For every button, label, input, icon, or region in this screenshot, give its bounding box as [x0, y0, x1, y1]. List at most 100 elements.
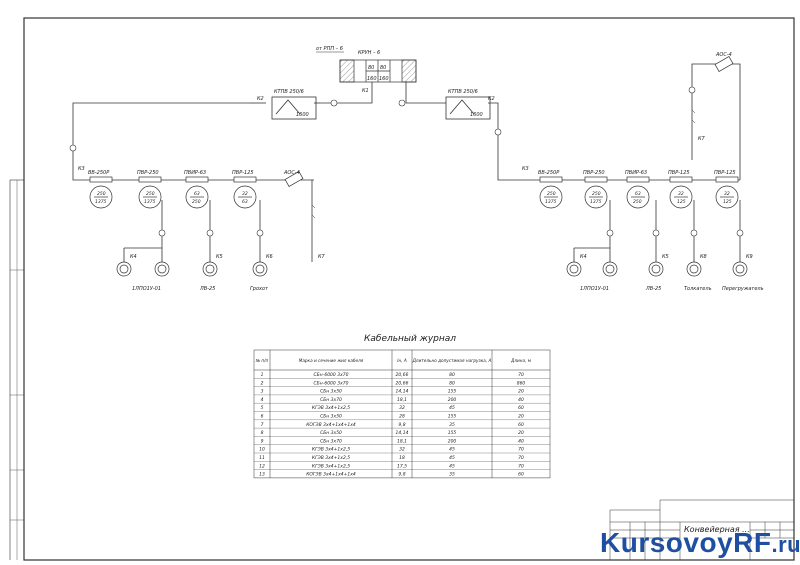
- rb3-bottom: 250: [633, 199, 642, 205]
- rb2-top: 250: [592, 191, 601, 197]
- journal-cell: 200: [448, 438, 457, 444]
- journal-cell: 60: [518, 422, 524, 428]
- journal-cell: 14,14: [396, 389, 409, 395]
- cell-1: 80: [368, 65, 374, 71]
- journal-cell: 70: [518, 447, 524, 453]
- journal-cell: 45: [449, 463, 455, 469]
- lb2-top: 250: [146, 191, 155, 197]
- right-consumer-2: ЛВ-25: [645, 286, 661, 292]
- journal-cell: 18,1: [397, 397, 407, 403]
- journal-cell: 18,1: [397, 438, 407, 444]
- journal-cell: 12: [259, 463, 265, 469]
- journal-cell: КГЭВ 3х4+1х2,5: [312, 455, 350, 461]
- left-motors: [116, 261, 268, 277]
- top-source: от РПП – 6 КРУН – 6 80 80 160 160 К1: [316, 46, 417, 94]
- journal-cell: 14,14: [396, 430, 409, 436]
- journal-cell: КОГЭВ 3х4+1х4+1х4: [306, 472, 356, 478]
- transformer-left-label: КТПВ 250/6: [274, 89, 304, 95]
- journal-cell: КГЭВ 3х4+1х2,5: [312, 463, 350, 469]
- right-cable-k5: К5: [662, 254, 669, 260]
- journal-cell: 32: [399, 405, 405, 411]
- journal-cell: 70: [518, 455, 524, 461]
- lb2-name: ПВР-250: [137, 170, 159, 176]
- journal-cell: КГЭВ 3х4+1х2,5: [312, 447, 350, 453]
- journal-cell: 200: [448, 397, 457, 403]
- journal-cell: 10: [259, 447, 265, 453]
- title-block: [609, 499, 795, 561]
- right-cable-k9: К9: [746, 254, 753, 260]
- journal-header: Iн, А: [397, 358, 407, 363]
- rb2-bottom: 1375: [590, 199, 602, 205]
- journal-table: [253, 349, 551, 479]
- lb1-name: ВВ-250Р: [88, 170, 109, 176]
- cell-4: 160: [379, 76, 389, 82]
- journal-cell: 20,66: [396, 380, 409, 386]
- rb1-bottom: 1375: [545, 199, 557, 205]
- drawing-frame: [9, 17, 795, 561]
- left-consumer-1: 1ЛПО1У-01: [132, 286, 161, 292]
- lb2-bottom: 1375: [144, 199, 156, 205]
- journal-cell: 155: [448, 430, 457, 436]
- right-aoc-label: АОС-4: [715, 52, 732, 58]
- lb4-name: ПВР-125: [232, 170, 254, 176]
- journal-cell: 4: [261, 397, 264, 403]
- journal-cell: 155: [448, 414, 457, 420]
- journal-cell: 11: [259, 455, 265, 461]
- journal-cell: 1: [261, 372, 264, 378]
- right-consumer-1: 1ЛПО1У-01: [580, 286, 609, 292]
- journal-cell: 2: [261, 380, 264, 386]
- transformer-left: [271, 96, 317, 120]
- journal-cell: СБн-6000 3х70: [314, 372, 349, 378]
- journal-cell: 9,8: [398, 422, 405, 428]
- cell-3: 160: [367, 76, 377, 82]
- journal-cell: 13: [259, 472, 265, 478]
- rb3-top: 63: [635, 191, 641, 197]
- rb5-name: ПВР-125: [714, 170, 736, 176]
- journal-cell: 35: [449, 472, 455, 478]
- rb5-top: 32: [724, 191, 730, 197]
- journal-cell: 45: [449, 405, 455, 411]
- journal-cell: 9: [261, 438, 264, 444]
- lb3-bottom: 250: [192, 199, 201, 205]
- journal-cell: КГЭВ 3х4+1х2,5: [312, 405, 350, 411]
- rb4-name: ПВР-125: [668, 170, 690, 176]
- rb2-name: ПВР-250: [583, 170, 605, 176]
- right-cable-k8: К8: [700, 254, 707, 260]
- journal-cell: 40: [518, 397, 524, 403]
- cell-2: 80: [380, 65, 386, 71]
- journal-cell: 70: [518, 372, 524, 378]
- journal-cell: СБн-6000 3х70: [314, 380, 349, 386]
- journal-cell: 18: [399, 455, 405, 461]
- journal-cell: 20: [518, 430, 524, 436]
- journal-cell: 35: [449, 422, 455, 428]
- rb4-top: 32: [678, 191, 684, 197]
- transformer-left-value: 1600: [296, 112, 309, 118]
- journal-header: Длина, м: [510, 358, 531, 363]
- journal-cell: 7: [261, 422, 264, 428]
- left-cable-k6: К6: [266, 254, 273, 260]
- journal-cell: 80: [449, 380, 455, 386]
- lb4-top: 32: [242, 191, 248, 197]
- journal-cell: 6: [261, 414, 264, 420]
- journal-cell: 40: [518, 438, 524, 444]
- source-label: от РПП – 6: [316, 46, 343, 52]
- transformer-right: [445, 96, 491, 120]
- top-cable-label: К1: [362, 88, 369, 94]
- right-motors: [566, 261, 748, 277]
- journal-cell: 3: [261, 389, 264, 395]
- transformer-right-value: 1600: [470, 112, 483, 118]
- rb5-bottom: 125: [723, 199, 732, 205]
- left-cable-k7: К7: [318, 254, 326, 260]
- right-cable-k7: К7: [698, 136, 706, 142]
- journal-title: Кабельный журнал: [364, 334, 456, 344]
- journal-cell: СБн 3х50: [320, 414, 342, 420]
- journal-cell: 9,8: [398, 472, 405, 478]
- journal-cell: СБн 3х70: [320, 438, 342, 444]
- wiring: [72, 63, 741, 262]
- drawing-title: Конвейерная ...: [684, 525, 750, 534]
- cable-k2-left: К2: [257, 96, 264, 102]
- journal-cell: 28: [399, 414, 405, 420]
- watermark-logo: KursovoyRF.ru: [600, 527, 800, 558]
- rb4-bottom: 125: [677, 199, 686, 205]
- rb1-name: ВВ-250Р: [538, 170, 559, 176]
